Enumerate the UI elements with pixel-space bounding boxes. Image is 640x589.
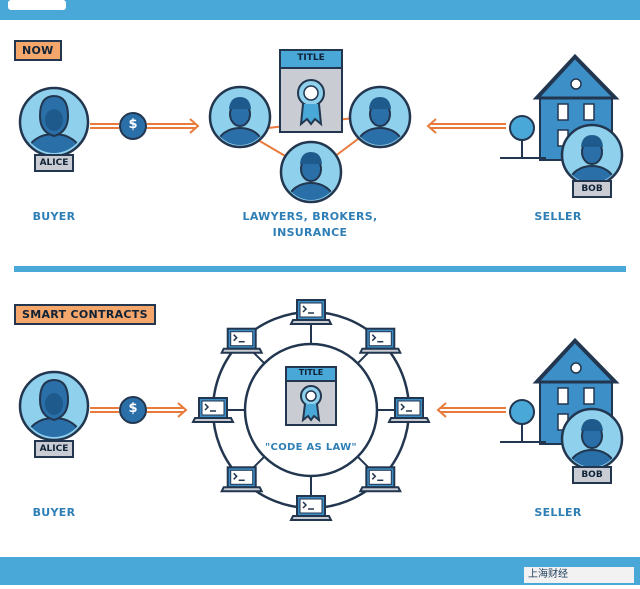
tree-icon (500, 115, 546, 159)
title-document-icon (285, 366, 337, 426)
section-tag-now: NOW (14, 40, 62, 61)
broker-avatar (348, 85, 412, 149)
laptop-icon (289, 299, 333, 325)
seller-name-now: BOB (572, 180, 612, 198)
buyer-label-smart: BUYER (32, 506, 76, 519)
code-as-law-caption: "CODE AS LAW" (265, 442, 357, 453)
buyer-label-now: BUYER (32, 210, 76, 223)
laptop-icon (220, 327, 264, 354)
insurance-avatar (279, 140, 343, 204)
laptop-icon (358, 466, 402, 493)
laptop-icon (358, 327, 402, 354)
arrow-icon (90, 118, 200, 134)
watermark: 上海财经 (524, 567, 634, 583)
top-bar (0, 0, 640, 20)
laptop-icon (289, 495, 333, 521)
intermediaries-label-line2: INSURANCE (272, 226, 348, 239)
alice-avatar-now (18, 86, 90, 158)
title-doc-label-smart: TITLE (298, 368, 324, 377)
laptop-icon (191, 397, 235, 423)
title-doc-label-now: TITLE (297, 53, 325, 63)
arrow-icon (426, 118, 506, 134)
seller-name-smart: BOB (572, 466, 612, 484)
top-bar-notch (8, 0, 66, 10)
alice-avatar-smart (18, 370, 90, 442)
section-tag-smart-contracts: SMART CONTRACTS (14, 304, 156, 325)
dollar-coin-icon (119, 396, 147, 424)
seller-label-smart: SELLER (534, 506, 582, 519)
buyer-name-now: ALICE (34, 154, 74, 172)
intermediaries-label-line1: LAWYERS, BROKERS, (242, 210, 378, 223)
arrow-icon (436, 402, 506, 418)
laptop-icon (387, 397, 431, 423)
lawyer-avatar (208, 85, 272, 149)
dollar-symbol-now: $ (128, 117, 138, 132)
buyer-name-smart: ALICE (34, 440, 74, 458)
dollar-coin-icon (119, 112, 147, 140)
section-divider (14, 266, 626, 272)
tree-icon (500, 399, 546, 443)
dollar-symbol-smart: $ (128, 401, 138, 416)
title-document-icon (279, 49, 343, 133)
arrow-icon (90, 402, 188, 418)
seller-label-now: SELLER (534, 210, 582, 223)
laptop-icon (220, 466, 264, 493)
bob-avatar-now (560, 123, 624, 187)
